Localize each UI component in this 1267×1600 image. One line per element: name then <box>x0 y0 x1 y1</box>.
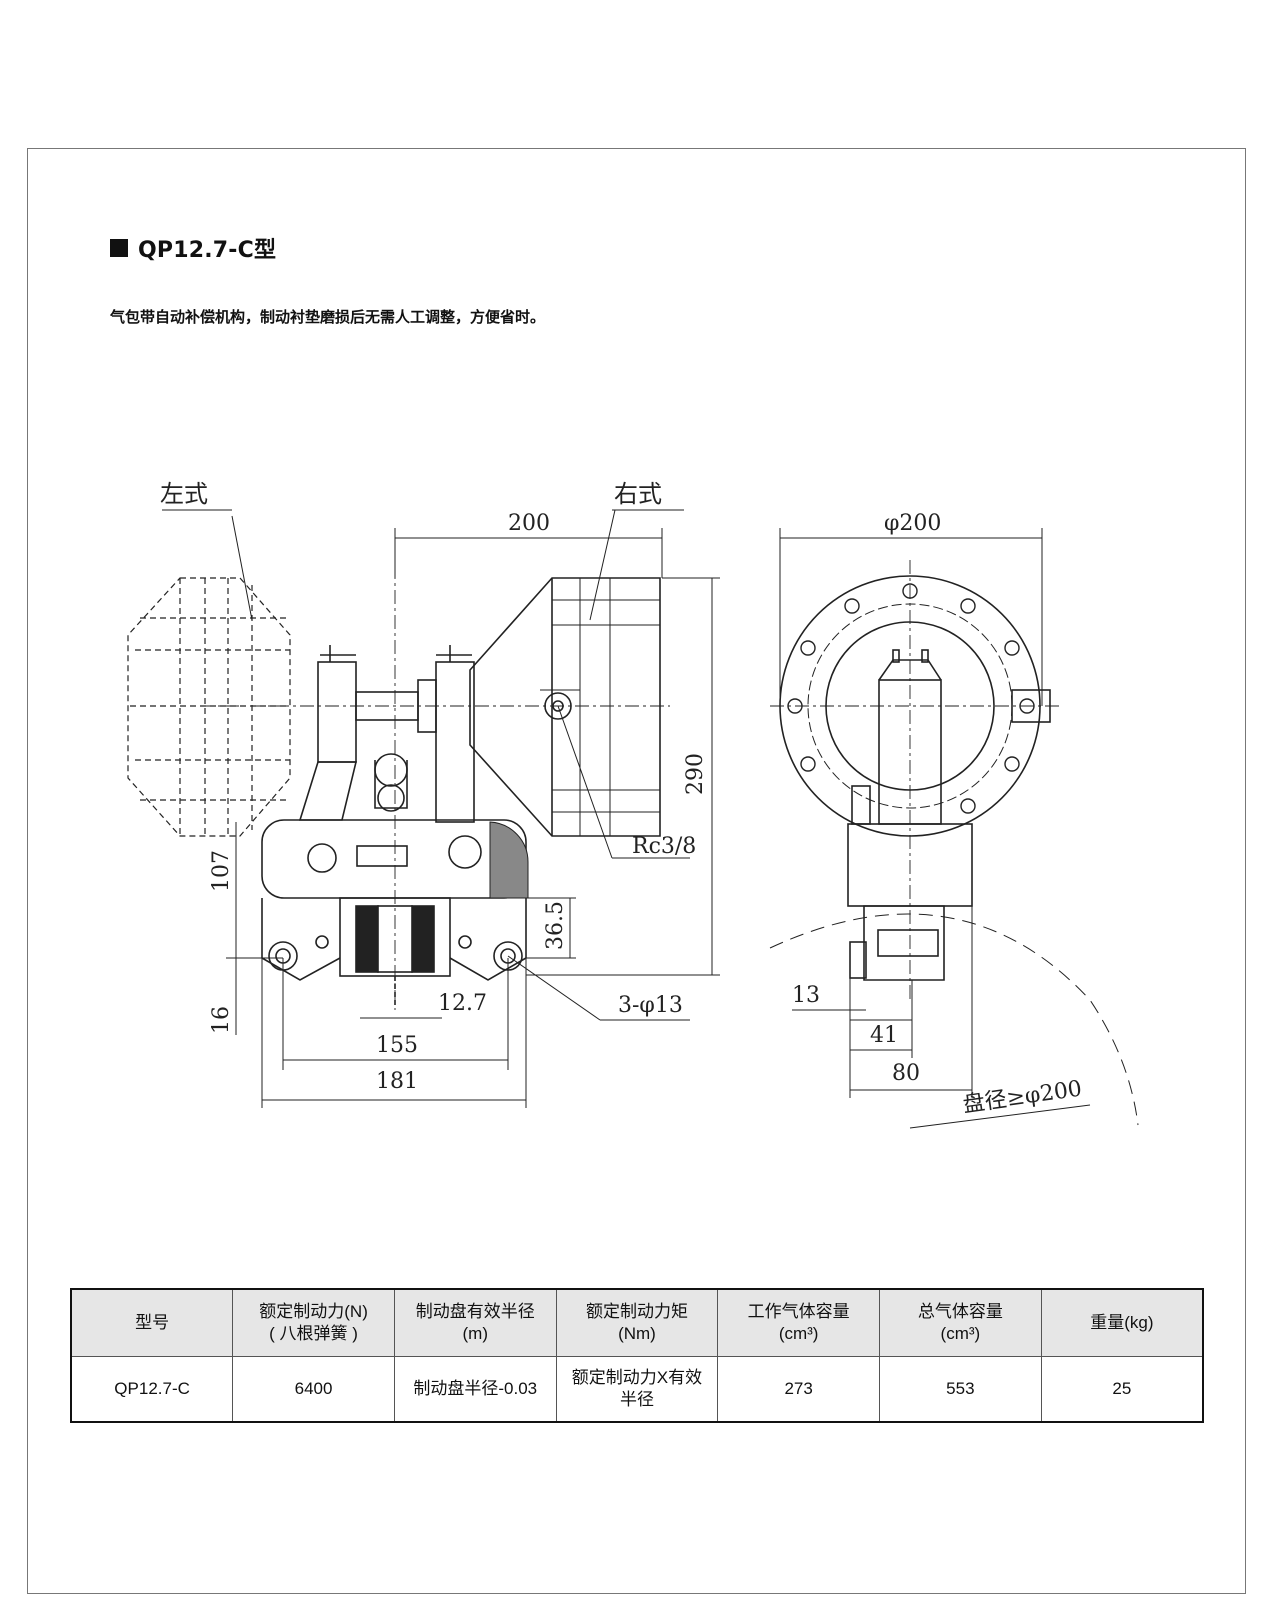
header-model: 型号 <box>70 1288 234 1357</box>
dim-290: 290 <box>683 753 708 795</box>
dim-155: 155 <box>376 1033 418 1058</box>
dim-disc-diameter: 盘径≥φ200 <box>961 1077 1083 1118</box>
dim-3-phi13: 3-φ13 <box>618 993 683 1018</box>
header-weight: 重量(kg) <box>1040 1288 1204 1357</box>
header-force: 额定制动力(N)( 八根弹簧 ) <box>232 1288 395 1357</box>
dim-80: 80 <box>892 1061 920 1086</box>
title-text: QP12.7-C型 <box>138 238 277 263</box>
dim-200: 200 <box>508 511 550 536</box>
dim-36-5: 36.5 <box>543 901 568 950</box>
cell-torque: 额定制动力X有效半径 <box>555 1356 719 1423</box>
centerlines <box>200 540 670 1010</box>
label-right-style: 右式 <box>614 480 662 508</box>
dim-13: 13 <box>792 983 820 1008</box>
dim-16: 16 <box>209 1006 234 1034</box>
dim-107: 107 <box>209 850 234 892</box>
dimension-lines-right <box>769 528 1139 1129</box>
cell-work-gas: 273 <box>717 1356 881 1423</box>
dim-181: 181 <box>376 1069 418 1094</box>
label-left-style: 左式 <box>160 480 208 508</box>
cell-weight: 25 <box>1040 1356 1204 1423</box>
dim-phi200: φ200 <box>884 511 941 536</box>
cell-force: 6400 <box>232 1356 395 1423</box>
dim-12-7: 12.7 <box>438 991 487 1016</box>
side-view <box>770 560 1060 1000</box>
header-total-gas: 总气体容量(cm³) <box>879 1288 1042 1357</box>
header-torque: 额定制动力矩(Nm) <box>555 1288 719 1357</box>
header-radius: 制动盘有效半径(m) <box>393 1288 557 1357</box>
cell-total-gas: 553 <box>879 1356 1042 1423</box>
section-title: QP12.7-C型 <box>110 232 276 264</box>
page-frame <box>27 148 1246 1594</box>
product-description: 气包带自动补偿机构，制动衬垫磨损后无需人工调整，方便省时。 <box>110 308 546 326</box>
dim-rc3-8: Rc3/8 <box>632 834 696 859</box>
air-cylinder <box>469 577 661 837</box>
square-bullet-icon <box>110 239 128 257</box>
cell-radius: 制动盘半径-0.03 <box>393 1356 557 1423</box>
dim-41: 41 <box>870 1023 898 1048</box>
dimension-lines-left <box>162 509 720 1108</box>
table-header-row: 型号 额定制动力(N)( 八根弹簧 ) 制动盘有效半径(m) 额定制动力矩(Nm… <box>70 1288 1204 1357</box>
spec-table: 型号 额定制动力(N)( 八根弹簧 ) 制动盘有效半径(m) 额定制动力矩(Nm… <box>70 1288 1204 1423</box>
left-style-outline <box>127 577 291 837</box>
header-work-gas: 工作气体容量(cm³) <box>717 1288 881 1357</box>
table-row: QP12.7-C 6400 制动盘半径-0.03 额定制动力X有效半径 273 … <box>70 1356 1204 1423</box>
cell-model: QP12.7-C <box>70 1356 234 1423</box>
